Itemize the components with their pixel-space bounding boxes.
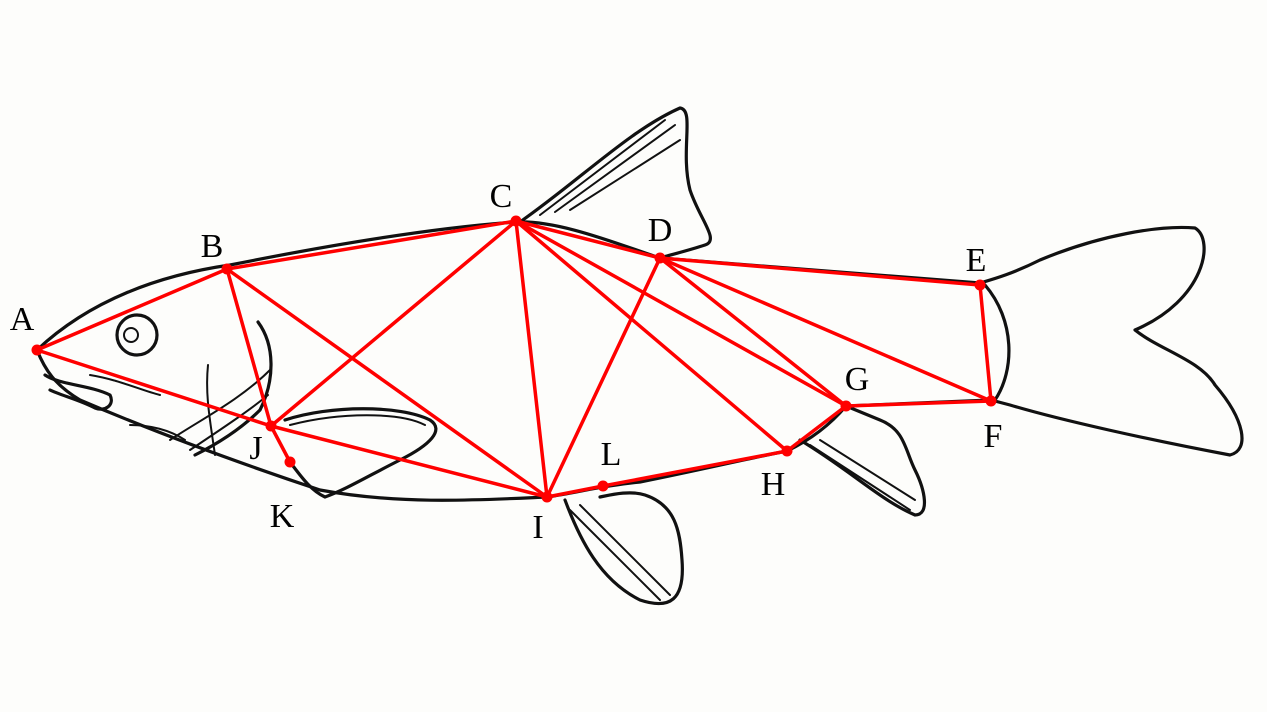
landmark-point-F [985,395,997,407]
eye-outer [115,313,159,357]
dorsal-fin [518,106,712,260]
landmark-point-D [654,252,666,264]
landmark-label-L: L [601,436,622,473]
edge-C-D [514,219,662,260]
edge-E-F [978,283,993,403]
landmark-label-G: G [845,361,870,398]
landmark-labels: A B C D E F G H I JK L [10,178,1003,546]
edge-G-H [785,404,848,453]
landmark-point-J [265,420,277,432]
edge-C-H [514,219,789,453]
landmark-label-F: F [984,418,1003,455]
landmark-point-H [781,445,793,457]
landmark-point-A [31,344,43,356]
edge-G-F [844,399,993,408]
edge-H-L [601,449,789,488]
edge-B-J [225,267,273,428]
edge-A-J [35,348,273,428]
edge-D-G [658,256,848,408]
landmark-label-I: I [532,509,543,546]
truss-edges [35,219,993,499]
landmark-point-E [974,279,986,291]
eye-pupil [123,327,139,343]
edge-D-F [658,256,993,403]
landmark-label-C: C [490,178,513,215]
pelvic-fin [563,491,684,606]
landmark-point-K [284,456,296,468]
landmark-points [31,215,997,503]
landmark-point-B [221,263,233,275]
landmark-point-I [541,491,553,503]
edge-B-C [225,219,518,271]
edge-B-I [225,267,549,499]
edge-D-I [545,256,662,499]
edge-J-K [269,424,292,464]
landmark-point-C [510,215,522,227]
landmark-label-D: D [648,212,673,249]
landmark-label-K: K [270,498,295,535]
fish-body-dorsal [35,220,1244,457]
landmark-point-L [597,480,609,492]
edge-D-E [658,256,982,287]
caudal-fin-base [983,283,1011,402]
landmark-label-A: A [10,301,35,338]
landmark-label-E: E [966,242,987,279]
edge-C-I [514,219,549,499]
operculum [193,320,273,457]
edge-A-B [35,267,229,352]
landmark-label-H: H [761,466,786,503]
edge-J-C [269,219,518,428]
landmark-point-G [840,400,852,412]
landmark-label-J: J [249,430,262,467]
pectoral-fin [283,407,438,499]
edge-C-G [514,219,848,408]
fish-outline [35,106,1244,606]
anal-fin [798,404,926,517]
mouth [43,373,113,411]
landmark-label-B: B [201,228,224,265]
edge-J-I [269,424,549,499]
edge-L-I [545,484,605,499]
